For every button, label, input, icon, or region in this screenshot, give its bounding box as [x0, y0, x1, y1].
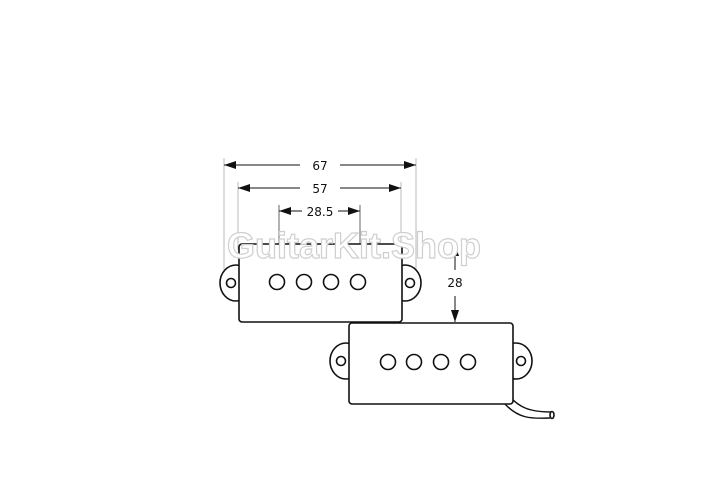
pole-piece: [322, 273, 340, 291]
pickup-cover: [348, 322, 514, 405]
dim-overall-width-label: 67: [312, 159, 327, 173]
pole-piece: [268, 273, 286, 291]
pole-piece: [349, 273, 367, 291]
dim-body-width-label: 57: [312, 182, 327, 196]
pole-piece: [295, 273, 313, 291]
pole-piece: [432, 353, 450, 371]
screw-hole-right: [515, 355, 527, 367]
screw-hole-left: [225, 277, 237, 289]
dimension-arrows: [224, 161, 459, 322]
lead-wire-end: [549, 410, 555, 420]
lead-wire-top: [508, 395, 553, 413]
watermark: GuitarKit.Shop: [227, 225, 481, 266]
pole-piece: [379, 353, 397, 371]
pole-piece: [459, 353, 477, 371]
pickup-1: [219, 243, 422, 323]
extension-lines: [223, 158, 417, 270]
lead-wire-bottom: [504, 403, 551, 419]
dim-height-label: 28: [447, 276, 462, 290]
dim-pole-span-label: 28.5: [307, 205, 334, 219]
pole-piece: [405, 353, 423, 371]
screw-hole-left: [335, 355, 347, 367]
pickup-cover: [238, 243, 403, 323]
pickup-2: [329, 322, 555, 420]
screw-hole-right: [404, 277, 416, 289]
